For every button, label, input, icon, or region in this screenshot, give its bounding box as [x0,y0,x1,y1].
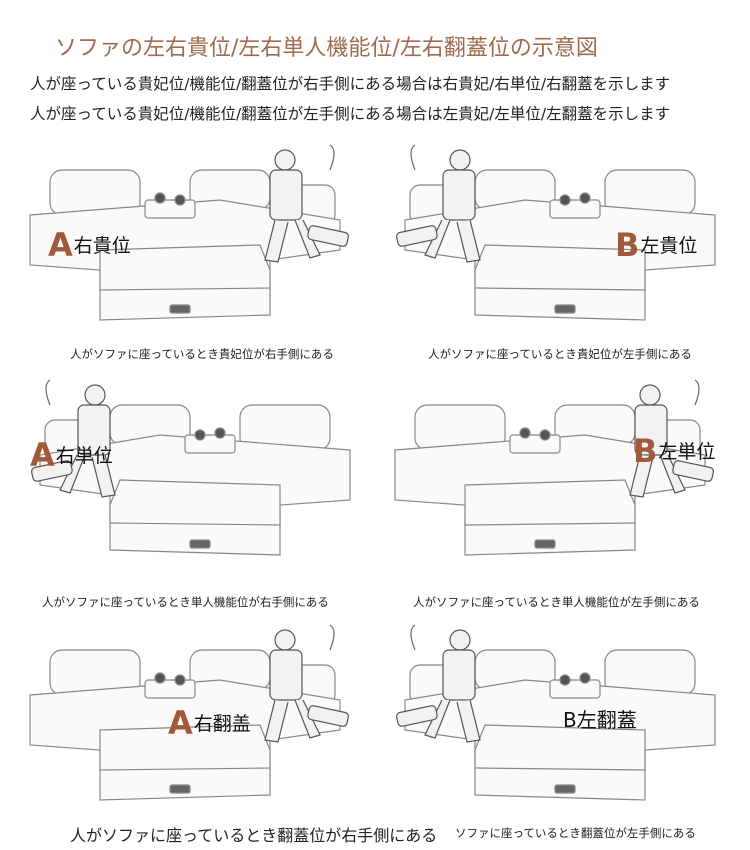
sofa-sketch [396,144,716,321]
sofa-sketch [29,624,349,801]
label-left-flip: B左翻蓋 [563,708,637,732]
label-right-chaise: A右貴位 [48,226,131,264]
page-title: ソファの左右貴位/左右単人機能位/左右翻蓋位の示意図 [55,36,598,61]
caption-1: 人がソファに座っているとき貴妃位が右手側にある [70,347,334,361]
sofa-illustration-5 [29,624,349,801]
caption-3: 人がソファに座っているとき単人機能位が右手側にある [42,595,329,609]
label-right-single: A右単位 [30,436,113,474]
caption-5: 人がソファに座っているとき翻蓋位が右手側にある [70,826,438,845]
label-left-chaise: B左貴位 [615,226,698,264]
sofa-illustration-1 [29,144,349,321]
sofa-illustration-3 [31,379,351,556]
caption-2: 人がソファに座っているとき貴妃位が左手側にある [428,347,692,361]
sofa-sketch [396,624,716,801]
sofa-sketch [31,379,351,556]
sofa-sketch [29,144,349,321]
label-left-single: B左単位 [633,432,716,470]
sofa-sketch [394,379,714,556]
subtitle-right: 人が座っている貴妃位/機能位/翻蓋位が右手側にある場合は右貴妃/右単位/右翻蓋を… [30,75,671,93]
subtitle-left: 人が座っている貴妃位/機能位/翻蓋位が左手側にある場合は左貴妃/左単位/左翻蓋を… [30,105,671,123]
sofa-illustration-4 [394,379,714,556]
caption-4: 人がソファに座っているとき単人機能位が左手側にある [413,595,700,609]
label-right-flip: A右翻盖 [168,704,251,742]
sofa-illustration-2 [396,144,716,321]
sofa-illustration-6 [396,624,716,801]
caption-6: ソファに座っているとき翻蓋位が左手側にある [455,826,696,840]
